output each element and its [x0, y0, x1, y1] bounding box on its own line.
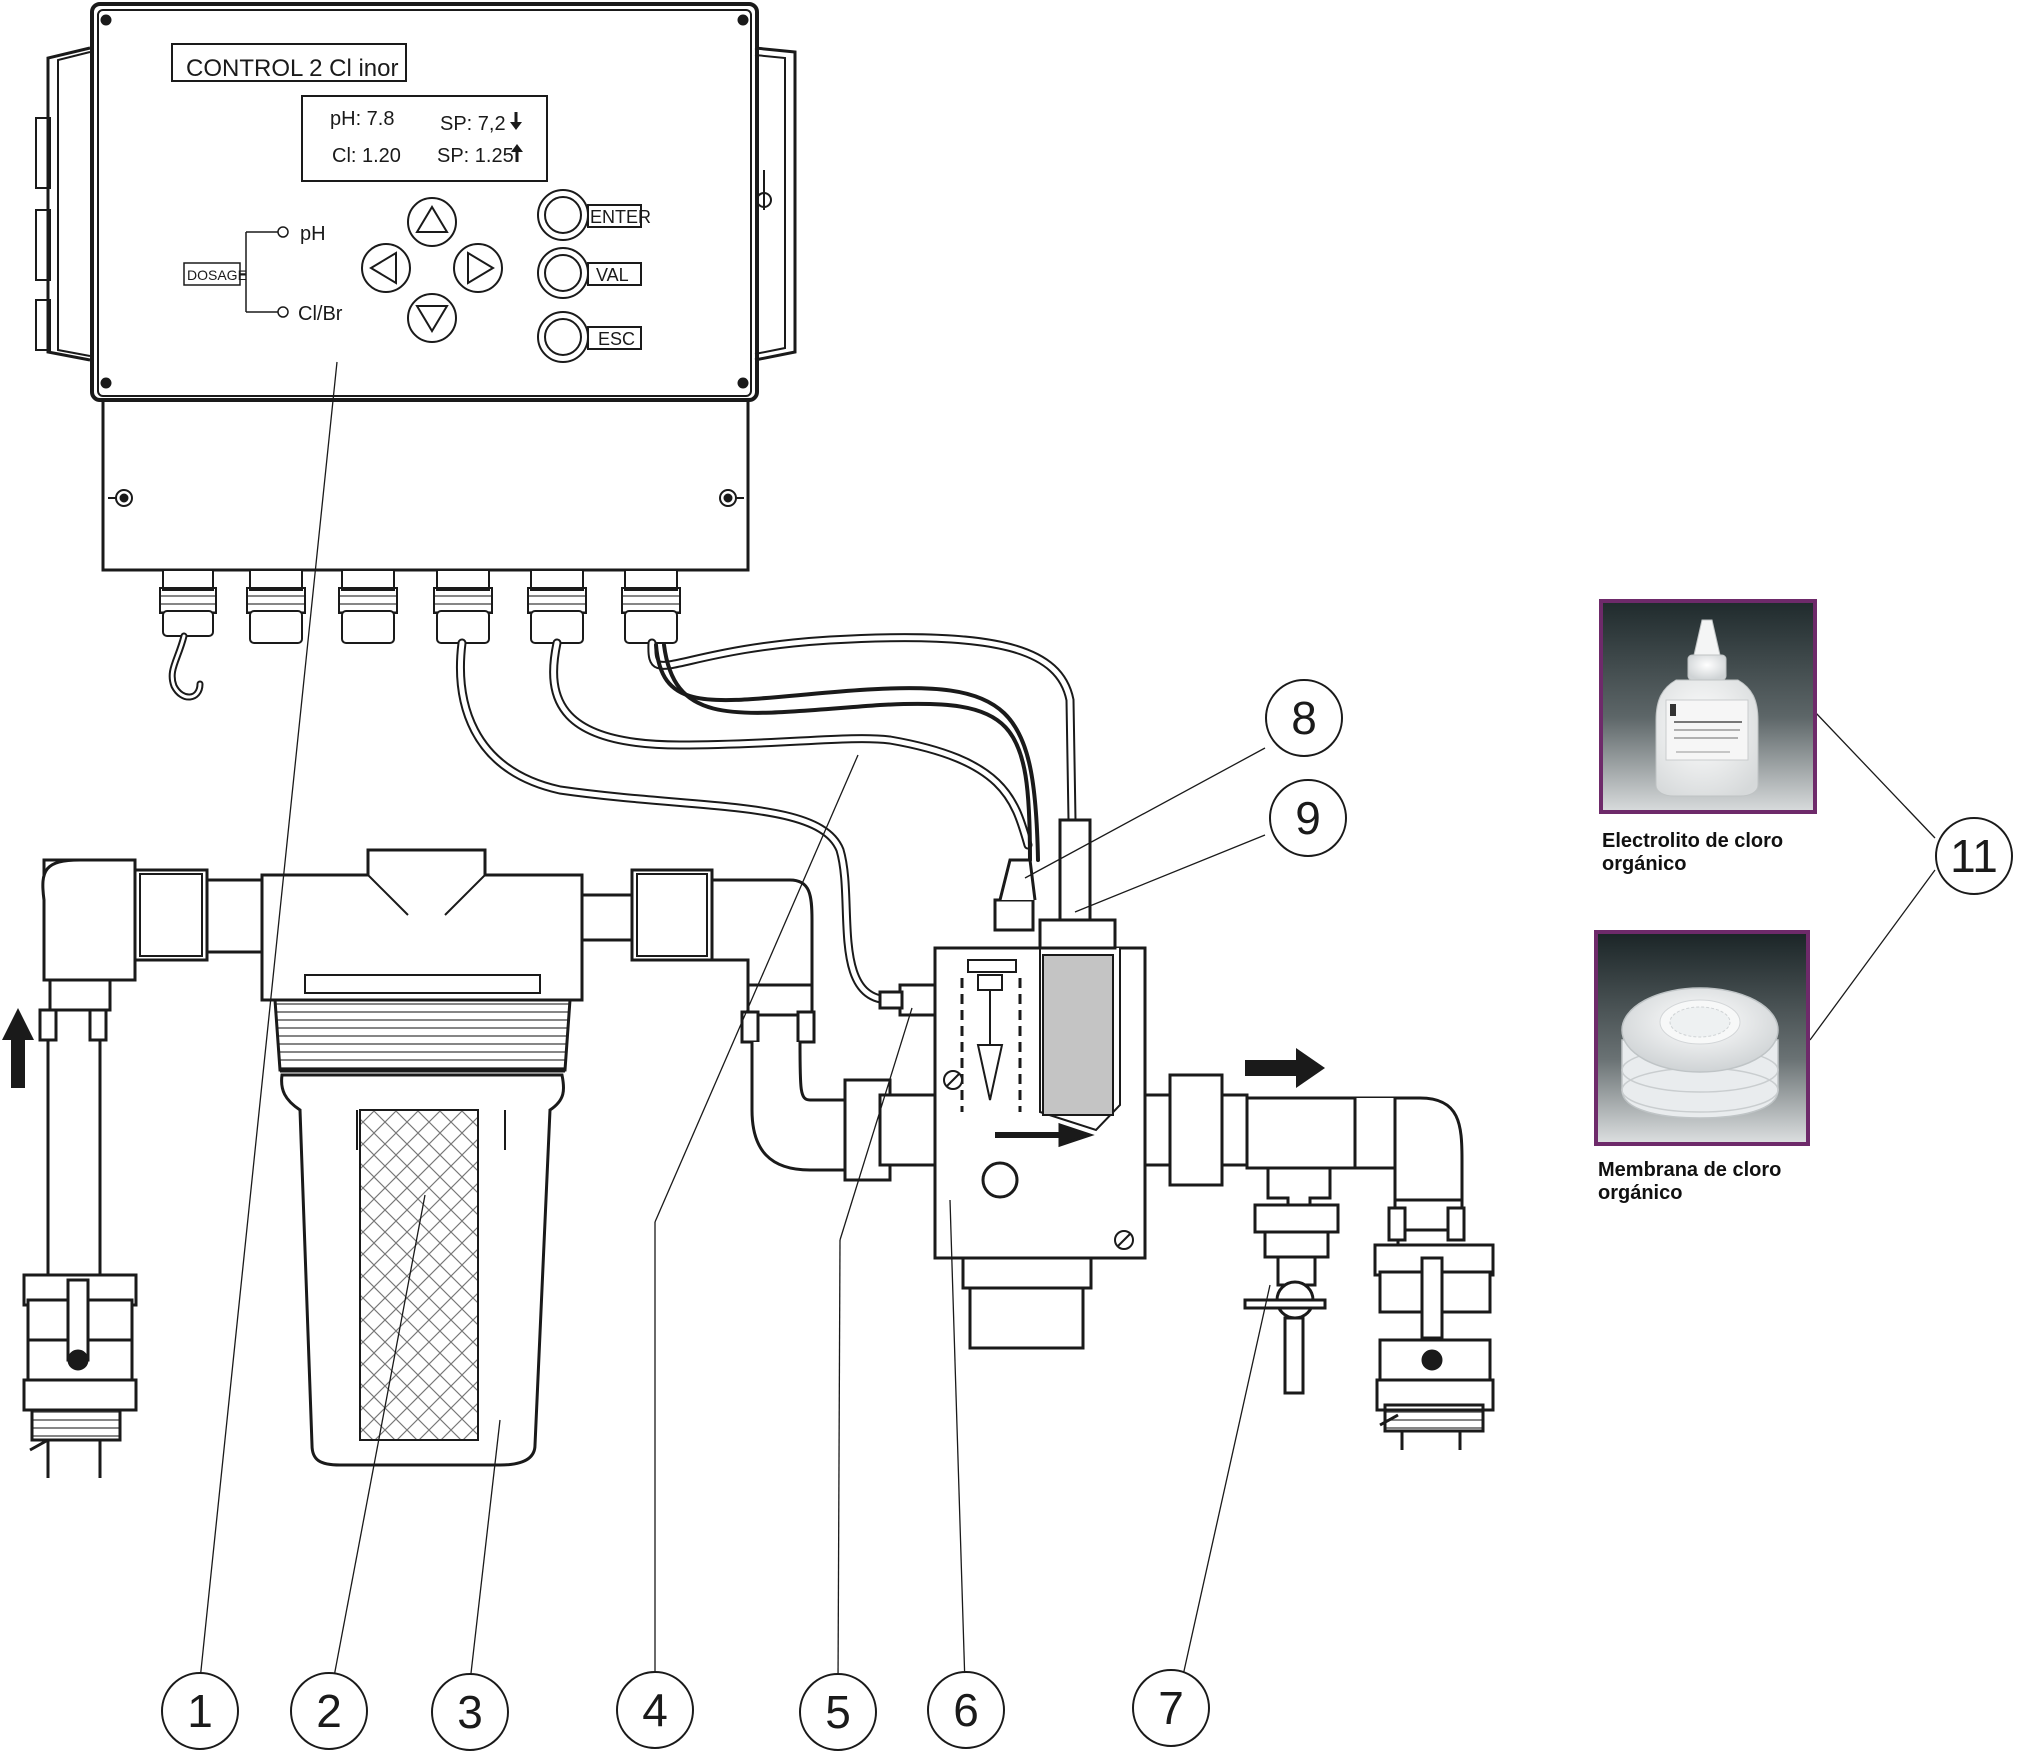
- cl-reading: Cl: 1.20: [332, 145, 401, 167]
- leader-lines: [199, 361, 1936, 1686]
- function-buttons: ENTER VAL ESC: [537, 189, 651, 363]
- svg-text:5: 5: [825, 1686, 851, 1738]
- svg-text:3: 3: [457, 1686, 483, 1738]
- callout-5: 5: [799, 1673, 877, 1751]
- cable-glands: [159, 569, 681, 644]
- esc-button[interactable]: ESC: [537, 311, 642, 363]
- membrane-cap-icon: [1621, 987, 1779, 1119]
- left-key[interactable]: [361, 243, 411, 293]
- svg-text:9: 9: [1295, 792, 1321, 844]
- ph-led-icon: [277, 226, 289, 238]
- membrane-caption: Membrana de cloro orgánico: [1598, 1159, 1782, 1204]
- cables: [168, 632, 1077, 1005]
- svg-text:11: 11: [1950, 830, 1998, 882]
- dosage-indicators: DOSAGE pH Cl/Br: [183, 223, 343, 325]
- svg-text:ESC: ESC: [598, 329, 635, 349]
- ph-reading: pH: 7.8: [330, 108, 394, 130]
- ph-setpoint: SP: 7,2: [440, 113, 506, 135]
- svg-text:VAL: VAL: [596, 265, 629, 285]
- svg-text:2: 2: [316, 1685, 342, 1737]
- arrow-up-icon: [511, 144, 523, 162]
- controller-unit: [35, 2, 797, 572]
- electrolyte-bottle-photo: [1599, 599, 1817, 814]
- enter-button[interactable]: ENTER: [537, 189, 651, 241]
- up-arrow-icon: [2, 1008, 34, 1088]
- water-filter: [260, 848, 852, 1467]
- arrow-keypad: [361, 197, 503, 343]
- membrane-photo: [1594, 930, 1810, 1146]
- callout-4: 4: [616, 1671, 694, 1749]
- electrolyte-caption: Electrolito de cloro orgánico: [1602, 830, 1784, 875]
- svg-text:Cl/Br: Cl/Br: [298, 303, 343, 325]
- right-arrow-icon: [1245, 1048, 1325, 1088]
- arrow-down-icon: [510, 112, 522, 130]
- cl-led-icon: [277, 306, 289, 318]
- model-label: CONTROL 2 Cl inor: [171, 43, 407, 82]
- svg-text:pH: pH: [300, 223, 326, 245]
- val-button[interactable]: VAL: [537, 247, 642, 299]
- svg-text:6: 6: [953, 1684, 979, 1736]
- svg-text:8: 8: [1291, 692, 1317, 744]
- lcd-display: pH: 7.8 SP: 7,2 Cl: 1.20 SP: 1.25: [301, 95, 548, 182]
- svg-text:1: 1: [187, 1685, 213, 1737]
- callout-11: 11: [1935, 817, 2013, 895]
- inlet-pipe: [22, 858, 272, 1478]
- measurement-cell: [843, 818, 1249, 1350]
- callout-8: 8: [1265, 679, 1343, 757]
- bottle-icon: [1655, 619, 1759, 797]
- outlet-pipe: [1243, 1096, 1495, 1450]
- right-key[interactable]: [453, 243, 503, 293]
- svg-text:DOSAGE: DOSAGE: [187, 267, 247, 283]
- callout-2: 2: [290, 1672, 368, 1750]
- callout-1: 1: [161, 1672, 239, 1750]
- svg-text:4: 4: [642, 1684, 668, 1736]
- up-key[interactable]: [407, 197, 457, 247]
- svg-text:ENTER: ENTER: [590, 207, 651, 227]
- down-key[interactable]: [407, 293, 457, 343]
- cl-setpoint: SP: 1.25: [437, 145, 514, 167]
- callout-9: 9: [1269, 779, 1347, 857]
- callouts: 1 2 3 4 5 6 7 8 9 11: [161, 679, 2013, 1751]
- callout-3: 3: [431, 1673, 509, 1751]
- svg-text:7: 7: [1158, 1682, 1184, 1734]
- svg-text:CONTROL 2 Cl inor: CONTROL 2 Cl inor: [186, 55, 398, 82]
- callout-6: 6: [927, 1671, 1005, 1749]
- callout-7: 7: [1132, 1669, 1210, 1747]
